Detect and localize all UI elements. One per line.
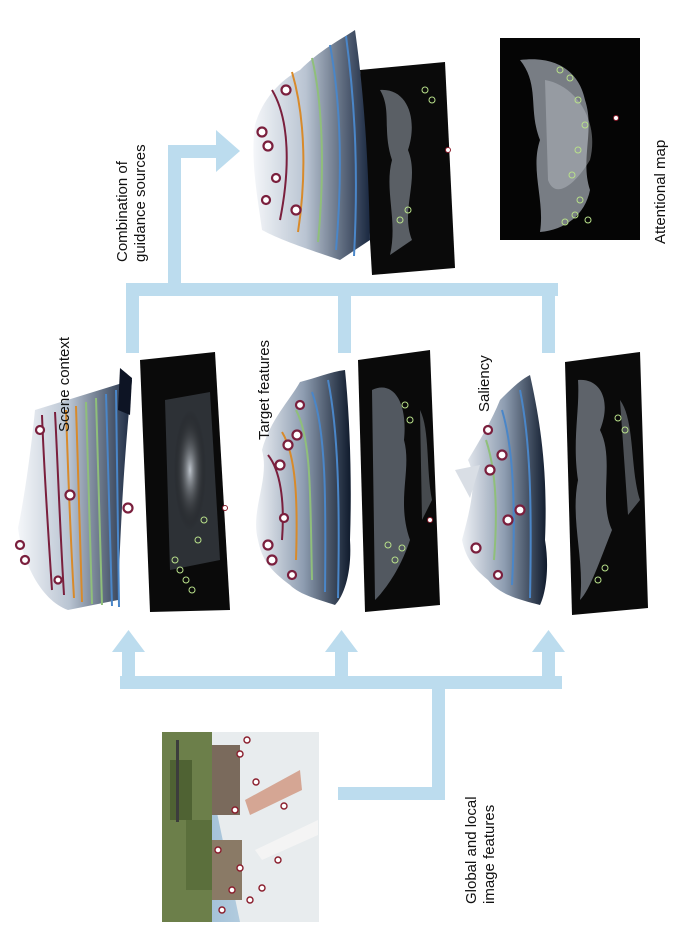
label-scene-context: Scene context — [56, 337, 74, 432]
combination-line2: guidance sources — [132, 144, 150, 262]
scene-context-text: Scene context — [56, 337, 74, 432]
label-attentional-map: Attentional map — [652, 140, 670, 244]
combination-line1: Combination of — [114, 144, 132, 262]
label-global-features: Global and local image features — [463, 796, 499, 904]
label-saliency: Saliency — [476, 355, 494, 412]
label-target-features: Target features — [256, 340, 274, 440]
scene-context-panel — [16, 352, 230, 612]
combination-panel — [253, 30, 455, 275]
label-combination: Combination of guidance sources — [114, 144, 150, 262]
target-features-text: Target features — [256, 340, 274, 440]
global-line2: image features — [481, 796, 499, 904]
attentional-map-text: Attentional map — [652, 140, 670, 244]
saliency-text: Saliency — [476, 355, 494, 412]
target-features-panel — [256, 350, 440, 612]
global-line1: Global and local — [463, 796, 481, 904]
source-photo — [162, 732, 319, 922]
attentional-map-panel — [500, 38, 640, 240]
